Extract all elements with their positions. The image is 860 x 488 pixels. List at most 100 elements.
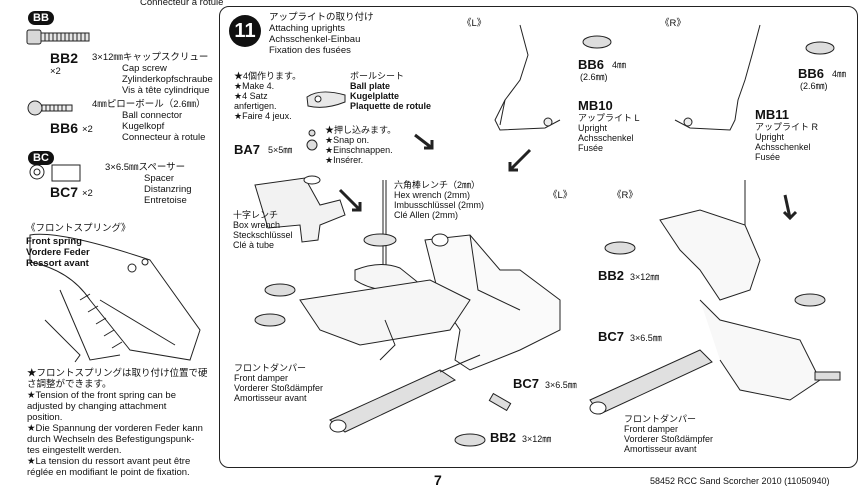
hex-wrench-fr: Clé Allen (2mm): [394, 210, 459, 220]
note-en-3: position.: [27, 412, 63, 423]
damper-left-fr: Amortisseur avant: [234, 393, 307, 403]
note-ja-1: ★フロントスプリングは取り付け位置で硬: [27, 368, 208, 379]
bb2-qty: ×2: [50, 66, 61, 77]
front-spring-de: Vordere Feder: [26, 247, 90, 258]
bb-badge: BB: [28, 8, 54, 26]
bb2-label-right-code: BB2: [598, 268, 625, 283]
damper-right-ja: フロントダンパー: [624, 414, 697, 424]
bb6-label-right-size: 4㎜: [832, 69, 847, 79]
damper-left-en: Front damper: [234, 373, 289, 383]
spacer-icon: [29, 164, 81, 182]
bc7-de: Distanzring: [144, 184, 192, 195]
ball-connector-icon: [27, 100, 73, 116]
mb11-fr: Fusée: [755, 152, 781, 162]
snap-on-fr: ★Insérer.: [325, 155, 364, 165]
note-en-1: ★Tension of the front spring can be: [27, 390, 176, 401]
left-mark-bottom: 《L》: [548, 190, 573, 201]
mb10-en: Upright: [578, 123, 608, 133]
bb6-fr: Connecteur à rotule: [122, 132, 206, 143]
mb10-fr: Fusée: [578, 143, 604, 153]
damper-left-de: Vorderer Stoßdämpfer: [234, 383, 324, 393]
make4-de1: ★4 Satz: [234, 91, 268, 101]
snap-on-en: ★Snap on.: [325, 135, 370, 145]
make4-ja: ★4個作ります。: [234, 71, 302, 81]
assembly-illustration: [254, 24, 841, 447]
front-spring-ja: 《フロントスプリング》: [26, 223, 131, 234]
bc-badge: BC: [28, 148, 54, 166]
snap-on-de: ★Einschnappen.: [325, 145, 393, 155]
damper-left-ja: フロントダンパー: [234, 363, 307, 373]
ba7-code: BA7: [234, 142, 261, 157]
left-mark-top: 《L》: [462, 18, 487, 29]
mb10-de: Achsschenkel: [578, 133, 634, 143]
front-spring-illustration: [29, 233, 201, 363]
ball-plate-en: Ball plate: [350, 81, 391, 91]
mb11-code: MB11: [755, 107, 789, 122]
bb6-code: BB6: [50, 120, 79, 136]
make4-de2: anfertigen.: [234, 101, 277, 111]
bb6-ja: 4㎜ピローボール（2.6㎜）: [92, 99, 206, 110]
bb2-code: BB2: [50, 50, 79, 66]
bb6-label-left-size: 4㎜: [612, 60, 627, 70]
right-mark-bottom: 《R》: [612, 190, 638, 201]
step-title-en: Attaching uprights: [269, 23, 346, 34]
mb10-ja: アップライト L: [578, 113, 640, 123]
bb2-de: Zylinderkopfschraube: [122, 74, 213, 85]
box-wrench-fr: Clé à tube: [233, 240, 275, 250]
bb6-label-left-sub: (2.6㎜): [580, 72, 608, 82]
note-fr-2: réglée en modifiant le point de fixation…: [27, 467, 190, 478]
top-clipped-caption: Connecteur à rotule: [140, 0, 224, 8]
bc7-label-left-size: 3×6.5㎜: [545, 380, 577, 390]
step-title-ja: アップライトの取り付け: [269, 12, 374, 23]
note-ja-2: さ調整ができます。: [27, 379, 112, 390]
step-panel: [219, 6, 858, 468]
front-spring-fr: Ressort avant: [26, 258, 89, 269]
note-de-1: ★Die Spannung der vorderen Feder kann: [27, 423, 203, 434]
bc7-en: Spacer: [144, 173, 175, 184]
bb2-en: Cap screw: [122, 63, 167, 74]
bb2-label-left-code: BB2: [490, 430, 517, 445]
box-wrench-de: Steckschlüssel: [233, 230, 293, 240]
cap-screw-icon: [26, 29, 90, 45]
ball-plate-ja: ボールシート: [350, 71, 405, 81]
note-en-2: adjusted by changing attachment: [27, 401, 167, 412]
mb10-code: MB10: [578, 98, 613, 113]
bb6-label-right-code: BB6: [798, 66, 825, 81]
bc7-fr: Entretoise: [144, 195, 187, 206]
ball-plate-de: Kugelplatte: [350, 91, 400, 101]
bc7-ja: 3×6.5㎜スペーサー: [105, 162, 186, 173]
bb2-fr: Vis à tête cylindrique: [122, 85, 210, 96]
mb11-ja: アップライト R: [755, 122, 819, 132]
hex-wrench-en: Hex wrench (2mm): [394, 190, 471, 200]
damper-right-fr: Amortisseur avant: [624, 444, 697, 454]
mb11-de: Achsschenkel: [755, 142, 811, 152]
note-fr-1: ★La tension du ressort avant peut être: [27, 456, 191, 467]
bb2-label-right-size: 3×12㎜: [630, 272, 660, 282]
page-number: 7: [434, 472, 442, 488]
right-mark-top: 《R》: [660, 18, 686, 29]
bb6-label-right-sub: (2.6㎜): [800, 81, 828, 91]
bc7-qty: ×2: [82, 188, 93, 199]
ba7-size: 5×5㎜: [268, 145, 293, 155]
bc7-label-right-size: 3×6.5㎜: [630, 333, 662, 343]
bc7-label-right-code: BC7: [598, 329, 625, 344]
bb6-de: Kugelkopf: [122, 121, 165, 132]
bc7-code: BC7: [50, 184, 79, 200]
hex-wrench-de: Imbusschlüssel (2mm): [394, 200, 485, 210]
bb6-qty: ×2: [82, 124, 93, 135]
step-number: 11: [229, 15, 261, 47]
note-de-2: durch Wechseln des Befestigungspunk-: [27, 434, 195, 445]
bb2-ja: 3×12㎜キャップスクリュー: [92, 52, 209, 63]
hex-wrench-ja: 六角棒レンチ（2㎜）: [394, 180, 481, 190]
box-wrench-ja: 十字レンチ: [233, 210, 279, 220]
footer-code: 58452 RCC Sand Scorcher 2010 (11050940): [650, 476, 830, 486]
step-title-fr: Fixation des fusées: [269, 45, 351, 56]
make4-en: ★Make 4.: [234, 81, 275, 91]
step-title-de: Achsschenkel-Einbau: [269, 34, 361, 45]
front-spring-en: Front spring: [26, 236, 82, 247]
note-de-3: tes eingestellt werden.: [27, 445, 122, 456]
damper-right-en: Front damper: [624, 424, 679, 434]
mb11-en: Upright: [755, 132, 785, 142]
ball-plate-fr: Plaquette de rotule: [350, 101, 432, 111]
